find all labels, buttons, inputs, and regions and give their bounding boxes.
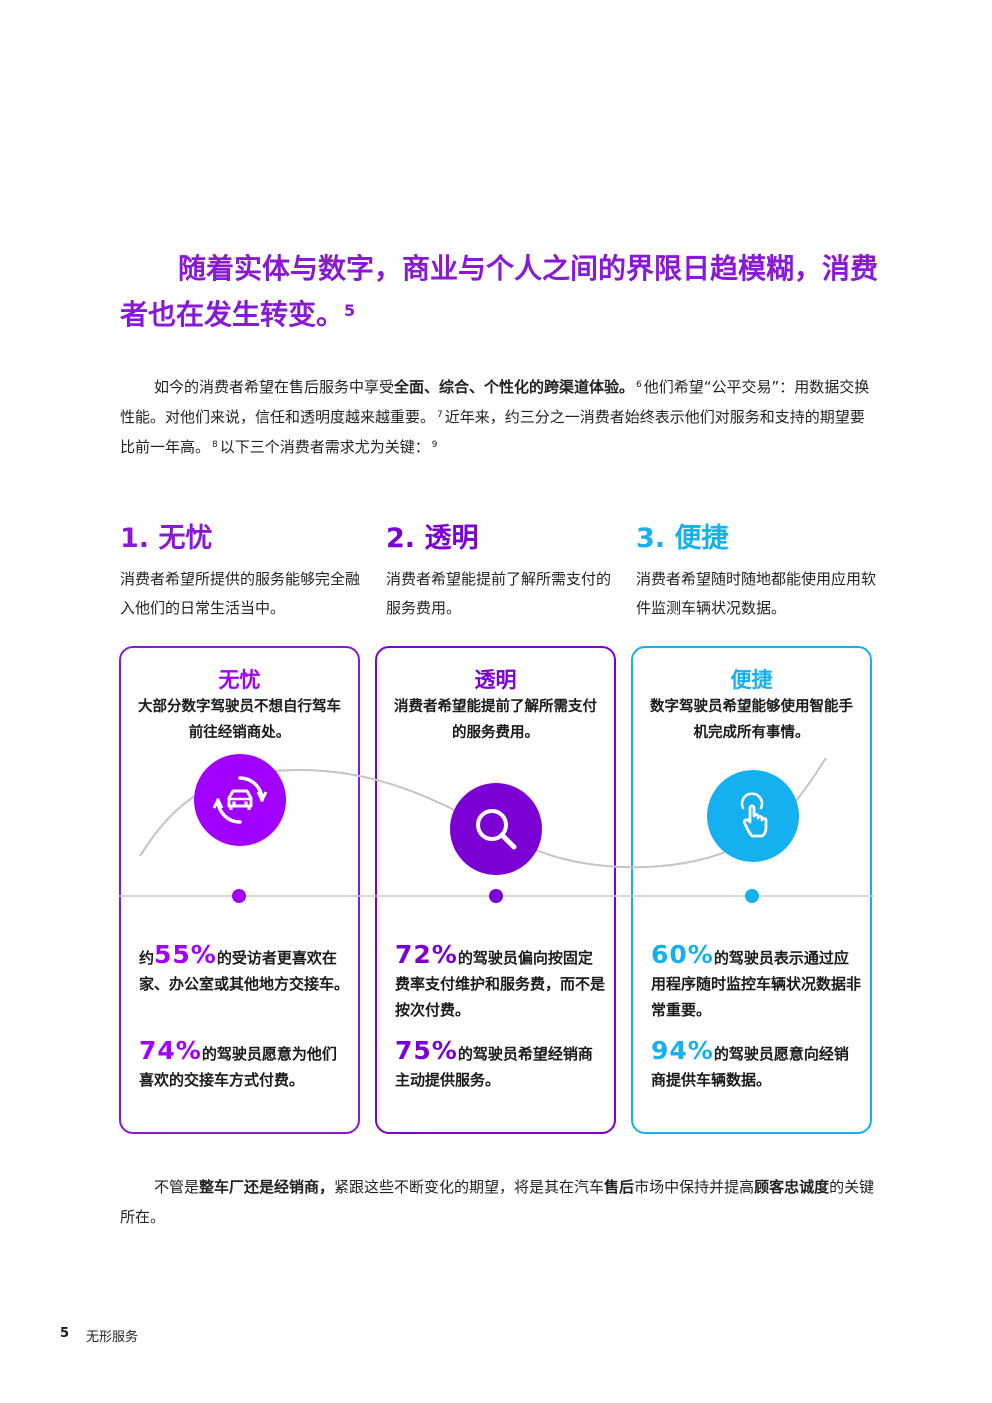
intro-p3: 近年来，约三分之一消费者始终表示他们对服务和支持的期望要比前一年高。 <box>120 408 865 456</box>
stat-number: 60% <box>651 940 714 969</box>
timeline-dot-1 <box>232 889 246 903</box>
card-title: 便捷 <box>730 668 773 692</box>
card-stat-2: 94%的驾驶员愿意向经销商提供车辆数据。 <box>651 1038 863 1093</box>
timeline-dot-3 <box>745 889 759 903</box>
stat-number: 74% <box>139 1036 202 1065</box>
stat-text: 的受访者更喜欢在家、办公室或其他地方交接车。 <box>139 949 350 993</box>
closing-t2: 紧跟这些不断变化的期望，将是其在汽车 <box>334 1178 605 1196</box>
footer-label: 无形服务 <box>86 1330 139 1345</box>
card-title: 无忧 <box>218 668 261 692</box>
stat-text: 的驾驶员希望经销商主动提供服务。 <box>395 1045 593 1089</box>
closing-t3: 市场中保持并提高 <box>634 1178 755 1196</box>
intro-ref8: 8 <box>212 440 218 450</box>
search-icon <box>450 783 542 875</box>
column-desc-2: 消费者希望能提前了解所需支付的服务费用。 <box>386 570 612 617</box>
closing-b1: 整车厂还是经销商， <box>199 1178 335 1196</box>
column-title-2: 2. 透明 <box>386 523 479 554</box>
intro-p1: 如今的消费者希望在售后服务中享受 <box>154 378 395 396</box>
headline-ref: 5 <box>344 301 356 320</box>
card-subtitle: 大部分数字驾驶员不想自行驾车前往经销商处。 <box>138 699 341 741</box>
card-title: 透明 <box>474 668 517 692</box>
intro-ref9: 9 <box>431 440 438 450</box>
card-stat-2: 75%的驾驶员希望经销商主动提供服务。 <box>395 1038 607 1093</box>
card-stat-1: 72%的驾驶员偏向按固定费率支付维护和服务费，而不是按次付费。 <box>395 942 607 1023</box>
stat-text: 的驾驶员偏向按固定费率支付维护和服务费，而不是按次付费。 <box>395 949 606 1019</box>
car-cycle-icon <box>194 754 286 846</box>
column-desc-3: 消费者希望随时随地都能使用应用软件监测车辆状况数据。 <box>636 570 877 617</box>
timeline-dot-2 <box>489 889 503 903</box>
column-title-1: 1. 无忧 <box>120 523 213 554</box>
intro-ref6: 6 <box>636 380 642 390</box>
headline: 随着实体与数字，商业与个人之间的界限日趋模糊，消费者也在发生转变。5 <box>120 246 880 338</box>
card-stat-1: 60%的驾驶员表示通过应用程序随时监控车辆状况数据非常重要。 <box>651 942 863 1023</box>
stat-text: 的驾驶员愿意为他们喜欢的交接车方式付费。 <box>139 1045 337 1089</box>
column-desc-1: 消费者希望所提供的服务能够完全融入他们的日常生活当中。 <box>120 570 361 617</box>
closing-t1: 不管是 <box>154 1178 200 1196</box>
stat-number: 75% <box>395 1036 458 1065</box>
column-title-3: 3. 便捷 <box>636 523 729 554</box>
stat-text: 的驾驶员愿意向经销商提供车辆数据。 <box>651 1045 849 1089</box>
stat-number: 94% <box>651 1036 714 1065</box>
page-number: 5 <box>60 1326 70 1341</box>
closing-b2: 售后 <box>604 1178 635 1196</box>
closing-t4: 的关键所在。 <box>120 1178 875 1226</box>
intro-p4: 以下三个消费者需求尤为关键： <box>219 438 430 456</box>
card-stat-2: 74%的驾驶员愿意为他们喜欢的交接车方式付费。 <box>139 1038 351 1093</box>
intro-ref7: 7 <box>437 410 443 420</box>
intro-p2: 他们希望“公平交易”：用数据交换性能。对他们来说，信任和透明度越来越重要。 <box>120 378 870 426</box>
closing-b3: 顾客忠诚度 <box>754 1178 830 1196</box>
headline-text: 随着实体与数字，商业与个人之间的界限日趋模糊，消费者也在发生转变。 <box>120 252 879 331</box>
intro-p1-bold: 全面、综合、个性化的跨渠道体验。 <box>394 378 635 396</box>
touch-hand-icon <box>707 770 799 862</box>
stat-number: 55% <box>154 940 217 969</box>
stat-number: 72% <box>395 940 458 969</box>
stat-text: 的驾驶员表示通过应用程序随时监控车辆状况数据非常重要。 <box>651 949 862 1019</box>
closing-paragraph: 不管是整车厂还是经销商，紧跟这些不断变化的期望，将是其在汽车售后市场中保持并提高… <box>120 1172 876 1232</box>
stat-prefix: 约 <box>139 949 155 967</box>
card-subtitle: 消费者希望能提前了解所需支付的服务费用。 <box>394 699 597 741</box>
card-stat-1: 约55%的受访者更喜欢在家、办公室或其他地方交接车。 <box>139 942 351 997</box>
card-subtitle: 数字驾驶员希望能够使用智能手机完成所有事情。 <box>650 699 853 741</box>
